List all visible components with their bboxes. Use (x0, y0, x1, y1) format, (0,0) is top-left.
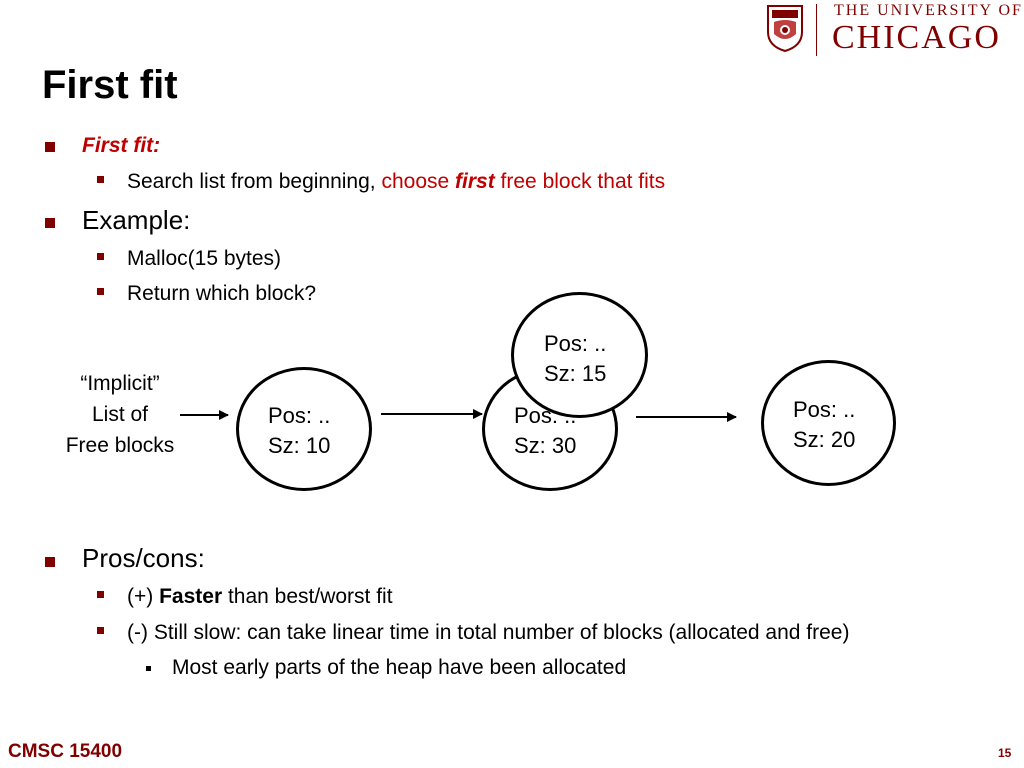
logo-line-2: CHICAGO (832, 19, 1001, 56)
node3-pos: Pos: .. (793, 397, 856, 422)
bullet-marker (97, 253, 104, 260)
node3-text: Pos: .. Sz: 20 (793, 395, 855, 455)
slide-title: First fit (42, 63, 178, 107)
node2-text: Pos: .. Sz: 30 (514, 401, 576, 461)
pros-cons-label: Pros/cons: (82, 543, 205, 573)
page-number: 15 (998, 746, 1012, 760)
request-text: Pos: .. Sz: 15 (544, 329, 606, 389)
node3-sz: Sz: 20 (793, 427, 856, 452)
bullet-marker (97, 288, 104, 295)
request-block-node (511, 292, 648, 418)
choose-text: choose (381, 170, 456, 193)
bullet-marker (45, 218, 55, 228)
return-which-text: Return which block? (127, 282, 317, 305)
early-parts-text: Most early parts of the heap have been a… (172, 656, 627, 679)
free-block-text: free block that fits (494, 170, 666, 193)
bullet-marker (45, 557, 55, 567)
example-label: Example: (82, 205, 191, 235)
node1-pos: Pos: .. (268, 403, 331, 428)
request-pos: Pos: .. (544, 331, 607, 356)
slow-text: (-) Still slow: can take linear time in … (127, 621, 850, 644)
faster-rest: than best/worst fit (222, 585, 393, 608)
free-block-node-1 (236, 367, 372, 491)
implicit-list-label: “Implicit” List of Free blocks (55, 368, 185, 461)
bullet-marker (146, 666, 151, 671)
search-list-text: Search list from beginning, choose first… (127, 169, 665, 195)
malloc-text: Malloc(15 bytes) (127, 247, 282, 270)
search-text-part: Search list from beginning, (127, 170, 382, 193)
bullet-marker (97, 591, 104, 598)
bullet-marker (97, 176, 104, 183)
logo-divider (816, 4, 817, 56)
request-sz: Sz: 15 (544, 361, 607, 386)
implicit-line-1: “Implicit” (80, 372, 160, 395)
free-block-node-3 (761, 360, 896, 486)
node1-text: Pos: .. Sz: 10 (268, 401, 330, 461)
faster-emphasis: Faster (159, 585, 223, 608)
node1-sz: Sz: 10 (268, 433, 331, 458)
first-fit-label: First fit: (82, 134, 161, 157)
logo-line-1: THE UNIVERSITY OF (834, 2, 1023, 19)
course-label: CMSC 15400 (8, 741, 123, 762)
bullet-marker (97, 627, 104, 634)
faster-text: (+) Faster than best/worst fit (127, 584, 393, 610)
university-logo: THE UNIVERSITY OF CHICAGO (766, 2, 1022, 58)
implicit-line-3: Free blocks (65, 434, 175, 457)
implicit-line-2: List of (91, 403, 149, 426)
bullet-marker (45, 142, 55, 152)
university-seal-icon (767, 5, 803, 52)
first-emphasis: first (455, 170, 495, 193)
node2-sz: Sz: 30 (514, 433, 577, 458)
plus-marker: (+) (127, 585, 160, 608)
